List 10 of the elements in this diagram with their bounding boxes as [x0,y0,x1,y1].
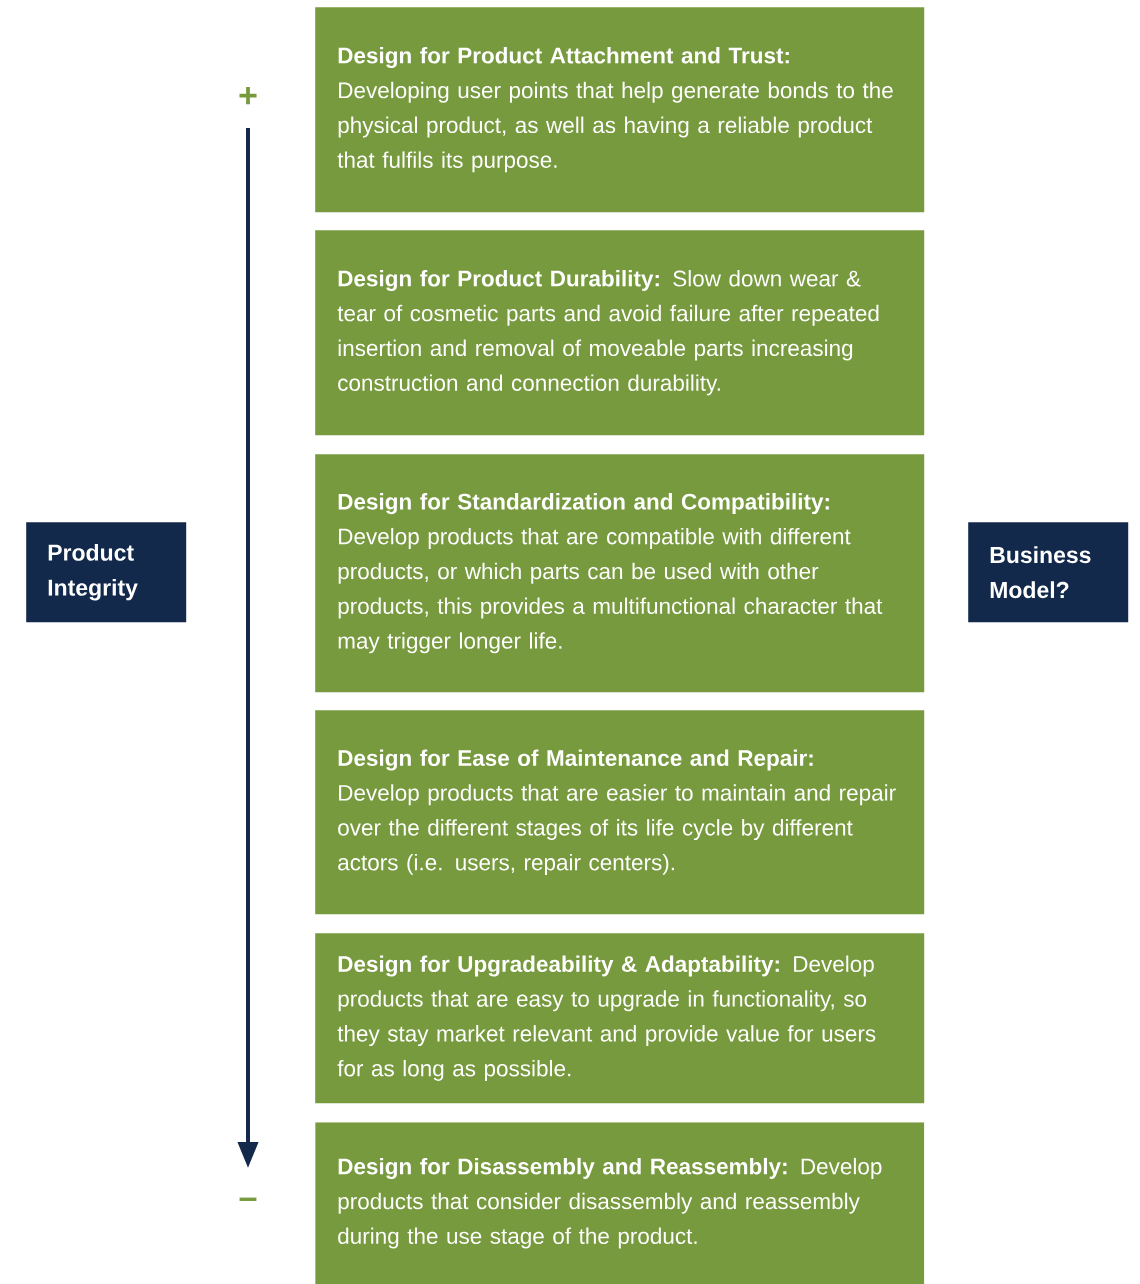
direction-sign: – [239,1197,257,1201]
direction-sign: + [239,87,257,105]
design-strategy-box: Design for Disassembly and Reassembly: Develop products that consider disassembly and reassembly during the use stage of the product. [315,1122,925,1284]
design-strategy-box: Design for Ease of Maintenance and Repair: Develop products that are easier to maintain and repair over the different stages of its life cycle by different actors (i.e. users, repair centers). [315,710,925,915]
design-strategy-box: Design for Product Durability: Slow down wear & tear of cosmetic parts and avoid failure after repeated insertion and removal of moveable parts increasing construction and connection durability. [315,230,925,436]
category-box: Product Integrity [26,522,187,623]
design-strategy-box: Design for Standardization and Compatibility: Develop products that are compatible with different products, or which parts can be used with other products, this provides a multifunctional character that may trigger longer life. [315,454,925,693]
category-box: Business Model? [968,522,1129,623]
design-strategy-box: Design for Product Attachment and Trust: Developing user points that help generate bonds to the physical product, as well as having a reliable product that fulfils its purpose. [315,7,925,213]
design-strategy-box: Design for Upgradeability & Adaptability: Develop products that are easy to upgrade in functionality, so they stay market relevant and provide value for users for as long as possible. [315,933,925,1104]
